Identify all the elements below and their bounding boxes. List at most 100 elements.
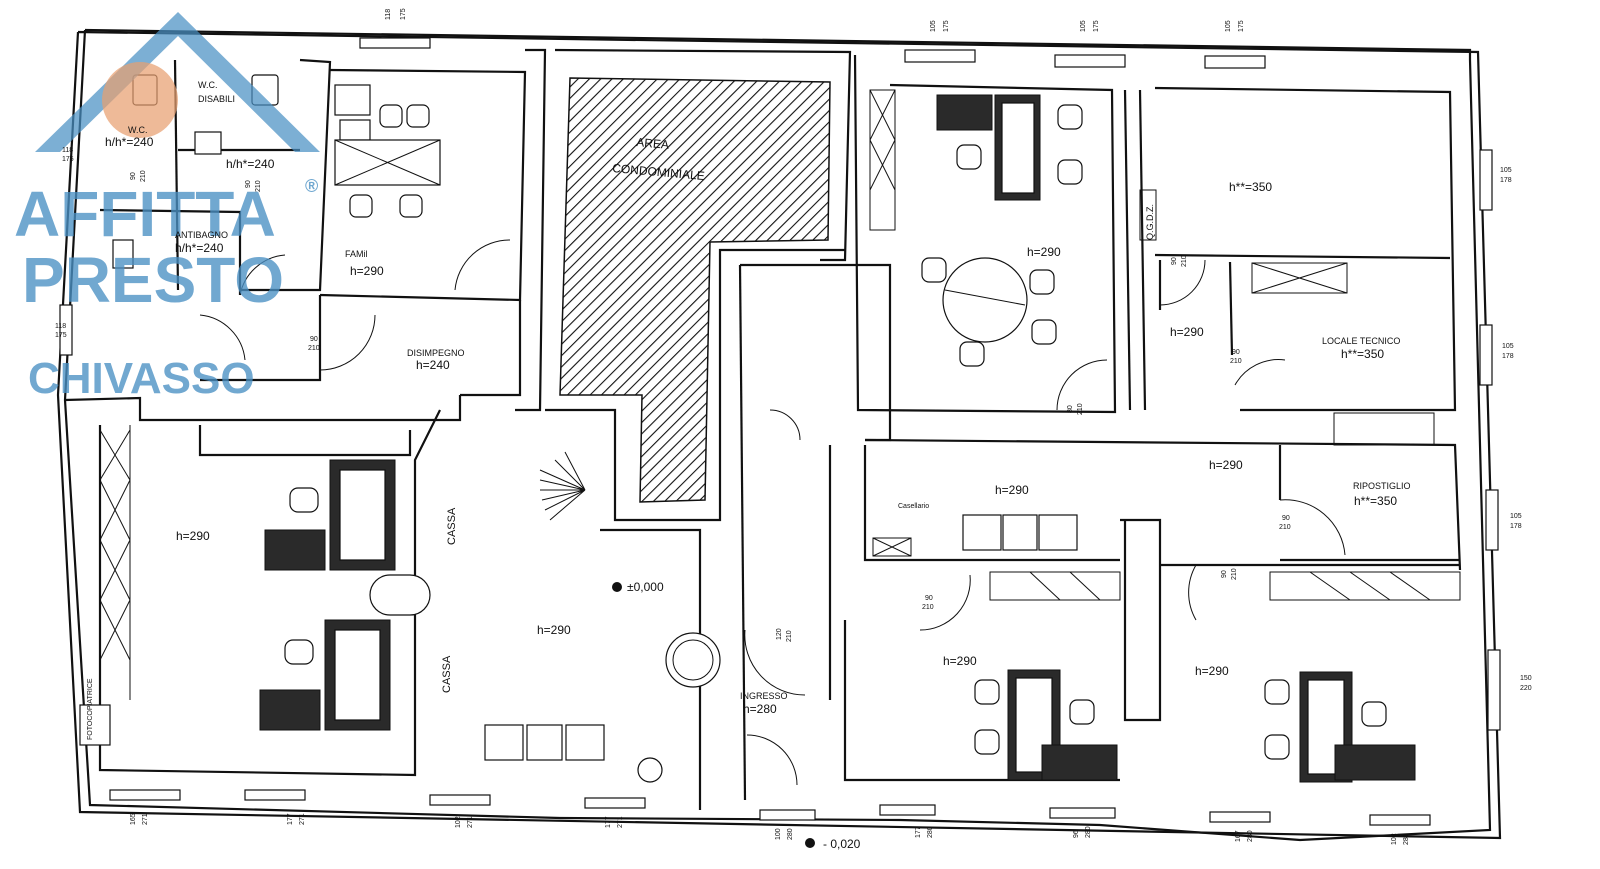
room-cassa-2: CASSA xyxy=(441,655,453,693)
room-famil: FAMil xyxy=(345,249,368,259)
door-label-8a: 90 xyxy=(1221,570,1228,578)
room-disimpegno-height: h=240 xyxy=(416,358,450,372)
door-label-2a: 90 xyxy=(245,180,252,188)
room-labels: W.C. h/h*=240 W.C. DISABILI h/h*=240 ANT… xyxy=(87,80,1411,851)
room-office-right-height: h=290 xyxy=(1195,664,1229,678)
room-antibagno: ANTIBAGNO xyxy=(175,230,228,240)
watermark-logo: AFFITTA ® PRESTO CHIVASSO xyxy=(14,12,320,403)
dim-top-2a: 105 xyxy=(930,20,937,32)
room-wc-disabili-1: W.C. xyxy=(198,80,218,90)
room-hall-level: ±0,000 xyxy=(627,580,664,594)
room-famil-height: h=290 xyxy=(350,264,384,278)
watermark-registered: ® xyxy=(305,176,318,196)
dim-top-4a: 105 xyxy=(1225,20,1232,32)
dim-right-4a: 150 xyxy=(1520,675,1532,682)
dim-right-3b: 178 xyxy=(1510,523,1522,530)
dim-bot-3a: 102 xyxy=(455,816,462,828)
hall-furniture xyxy=(484,451,815,848)
door-label-1b: 210 xyxy=(308,345,320,352)
dim-bot-2b: 271 xyxy=(299,813,306,825)
dim-bot-9b: 283 xyxy=(1403,833,1410,845)
door-label-9b: 210 xyxy=(922,604,934,611)
dim-bot-7b: 280 xyxy=(1085,826,1092,838)
door-label-10b: 210 xyxy=(786,630,793,642)
door-label-10a: 120 xyxy=(776,628,783,640)
room-area: AREA xyxy=(636,135,670,152)
door-label-7a: 90 xyxy=(1282,515,1290,522)
door-label-6b: 210 xyxy=(1230,358,1242,365)
dim-bot-6b: 280 xyxy=(927,826,934,838)
room-cassa-1: CASSA xyxy=(446,507,458,545)
room-casellario: Casellario xyxy=(898,503,929,510)
door-label-4a: 80 xyxy=(1067,405,1074,413)
door-swings xyxy=(199,239,1346,786)
dim-bot-9a: 102 xyxy=(1391,833,1398,845)
locale-tecnico-box xyxy=(1139,189,1435,446)
room-qgdz: Q.G.D.Z. xyxy=(1145,204,1155,240)
watermark-line1: AFFITTA xyxy=(14,178,276,250)
dim-bot-5b: 280 xyxy=(787,828,794,840)
area-condominiale-hatch xyxy=(559,77,831,503)
room-outside-level: - 0,020 xyxy=(823,837,861,851)
room-locale-tecnico-height: h**=350 xyxy=(1341,347,1384,361)
door-label-8b: 210 xyxy=(1231,568,1238,580)
dim-right-2a: 105 xyxy=(1502,343,1514,350)
room-fotocopiatrice: FOTOCOPIATRICE xyxy=(87,678,94,740)
dim-left-2b: 175 xyxy=(55,332,67,339)
room-left-office-height: h=290 xyxy=(176,529,210,543)
meeting-room-furniture xyxy=(869,89,1083,367)
famil-furniture xyxy=(334,104,441,218)
dim-top-1a: 118 xyxy=(385,9,392,20)
room-wc-disabili-height: h/h*=240 xyxy=(226,157,275,171)
dim-left-1b: 175 xyxy=(62,156,74,163)
room-ripostiglio-height: h**=350 xyxy=(1354,494,1397,508)
room-top-right-height: h**=350 xyxy=(1229,180,1272,194)
room-disimpegno: DISIMPEGNO xyxy=(407,348,465,358)
room-locale-tecnico: LOCALE TECNICO xyxy=(1322,336,1400,346)
dim-bot-8a: 167 xyxy=(1235,830,1242,842)
dim-right-1b: 178 xyxy=(1500,177,1512,184)
dim-right-4b: 220 xyxy=(1520,685,1532,692)
dim-right-3a: 105 xyxy=(1510,513,1522,520)
dim-bot-4a: 177 xyxy=(605,816,612,828)
dimension-labels: 118 175 105 175 105 175 105 175 105 178 … xyxy=(55,8,1532,845)
dim-left-2a: 118 xyxy=(55,323,66,330)
room-wc-height: h/h*=240 xyxy=(105,135,154,149)
room-corridor-height: h=290 xyxy=(1209,458,1243,472)
dim-left-1a: 118 xyxy=(62,147,73,154)
lower-office-furniture xyxy=(974,669,1416,783)
dim-bot-4b: 271 xyxy=(617,816,624,828)
door-label-3b: 210 xyxy=(140,170,147,182)
door-label-9a: 90 xyxy=(925,595,933,602)
waiting-furniture xyxy=(872,514,1461,601)
room-hall-height: h=290 xyxy=(537,623,571,637)
room-small-height: h=290 xyxy=(1170,325,1204,339)
door-label-7b: 210 xyxy=(1279,524,1291,531)
door-label-5a: 90 xyxy=(1171,257,1178,265)
dim-right-2b: 178 xyxy=(1502,353,1514,360)
dim-bot-1a: 165 xyxy=(130,813,137,825)
door-label-5b: 210 xyxy=(1181,255,1188,267)
dim-top-3a: 105 xyxy=(1080,20,1087,32)
dim-bot-3b: 271 xyxy=(467,816,474,828)
room-office-mid-height: h=290 xyxy=(943,654,977,668)
room-ripostiglio: RIPOSTIGLIO xyxy=(1353,481,1411,491)
dim-bot-6a: 177 xyxy=(915,826,922,838)
room-ingresso-height: h=280 xyxy=(743,702,777,716)
dim-top-3b: 175 xyxy=(1093,20,1100,32)
door-label-1a: 90 xyxy=(310,336,318,343)
left-shelves xyxy=(99,425,131,700)
dim-top-1b: 175 xyxy=(400,8,407,20)
dim-bot-5a: 100 xyxy=(775,828,782,840)
room-ingresso: INGRESSO xyxy=(740,691,788,701)
door-label-2b: 210 xyxy=(255,180,262,192)
dim-bot-2a: 177 xyxy=(287,813,294,825)
watermark-line3: CHIVASSO xyxy=(28,354,255,403)
room-waiting-height: h=290 xyxy=(995,483,1029,497)
room-meeting-height: h=290 xyxy=(1027,245,1061,259)
door-labels: 90 210 90 210 90 210 80 210 90 210 90 21… xyxy=(130,170,1291,642)
door-label-6a: 90 xyxy=(1232,349,1240,356)
door-label-3a: 90 xyxy=(130,172,137,180)
dim-top-2b: 175 xyxy=(943,20,950,32)
